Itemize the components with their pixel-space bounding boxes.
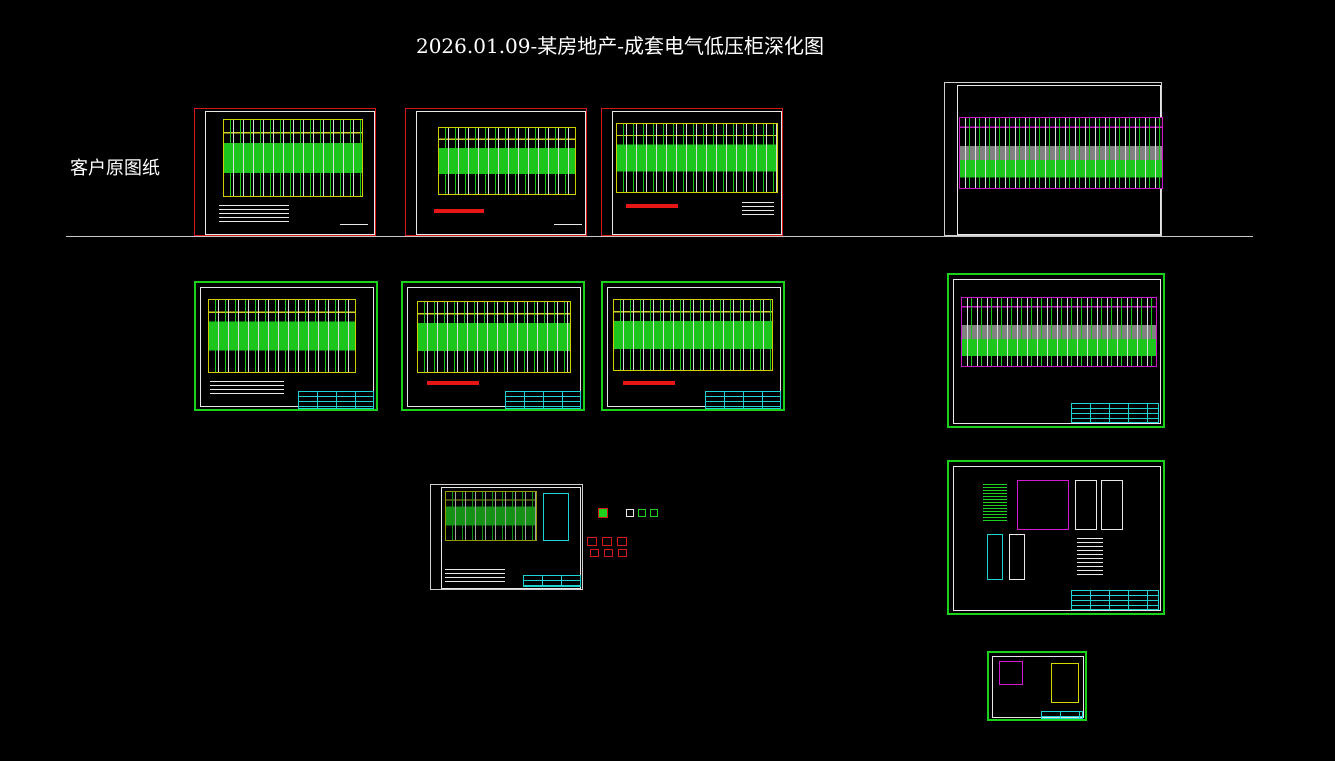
layout-sheet[interactable] bbox=[430, 484, 583, 590]
original-sheet-1[interactable] bbox=[194, 108, 376, 236]
detail-symbol bbox=[617, 537, 627, 546]
detail-symbol bbox=[602, 537, 612, 546]
cabinet-elevation bbox=[1075, 480, 1097, 530]
cabinet-elevation bbox=[987, 534, 1003, 580]
revised-sheet-1[interactable] bbox=[194, 281, 378, 411]
title-block bbox=[705, 391, 781, 409]
original-drawings-label: 客户原图纸 bbox=[70, 158, 160, 179]
title-block bbox=[1071, 590, 1159, 610]
revised-sheet-3[interactable] bbox=[601, 281, 785, 411]
original-sheet-2[interactable] bbox=[405, 108, 587, 236]
wiring-detail bbox=[999, 661, 1023, 685]
notes-text bbox=[219, 205, 289, 225]
notes-text bbox=[983, 484, 1007, 522]
detail-symbol bbox=[587, 537, 597, 546]
title-block bbox=[523, 575, 581, 587]
title-block bbox=[1071, 403, 1159, 423]
notes-text bbox=[445, 569, 505, 583]
drawing-title: 2026.01.09-某房地产-成套电气低压柜深化图 bbox=[415, 34, 825, 58]
detail-symbol bbox=[598, 508, 608, 518]
revised-sheet-2[interactable] bbox=[401, 281, 585, 411]
layout-sheet-revised[interactable] bbox=[947, 460, 1165, 615]
title-block bbox=[298, 391, 374, 409]
highlight-bar bbox=[434, 209, 484, 213]
schedule-grid bbox=[438, 127, 576, 195]
notes-text bbox=[210, 381, 284, 397]
schedule-grid bbox=[208, 299, 356, 373]
detail-symbol bbox=[638, 509, 646, 517]
cabinet-elevation bbox=[543, 493, 569, 541]
cabinet-plan bbox=[1017, 480, 1069, 530]
schedule-grid bbox=[613, 299, 773, 371]
schedule-grid bbox=[959, 117, 1163, 189]
notes-text bbox=[742, 202, 774, 216]
schedule-grid bbox=[616, 123, 778, 193]
detail-symbol bbox=[650, 509, 658, 517]
cabinet-elevation bbox=[1101, 480, 1123, 530]
cabinet-elevation bbox=[1009, 534, 1025, 580]
wiring-diagram bbox=[445, 491, 537, 541]
schedule-grid bbox=[223, 119, 363, 197]
original-sheet-4[interactable] bbox=[944, 82, 1163, 236]
section-divider bbox=[66, 236, 1253, 237]
notes-text bbox=[1077, 538, 1103, 578]
detail-symbol bbox=[618, 549, 627, 557]
small-detail-sheet[interactable] bbox=[987, 651, 1087, 721]
title-block bbox=[505, 391, 581, 409]
revised-sheet-4[interactable] bbox=[947, 273, 1165, 428]
detail-symbol bbox=[604, 549, 613, 557]
highlight-bar bbox=[623, 381, 675, 385]
highlight-bar bbox=[427, 381, 479, 385]
schedule-grid bbox=[961, 297, 1157, 367]
original-sheet-3[interactable] bbox=[601, 108, 783, 236]
highlight-bar bbox=[626, 204, 678, 208]
detail-symbol bbox=[626, 509, 634, 517]
notes-text bbox=[554, 224, 582, 226]
notes-text bbox=[340, 224, 368, 226]
wiring-detail bbox=[1051, 663, 1079, 703]
detail-symbol bbox=[590, 549, 599, 557]
title-block bbox=[1041, 711, 1083, 719]
schedule-grid bbox=[417, 301, 571, 373]
